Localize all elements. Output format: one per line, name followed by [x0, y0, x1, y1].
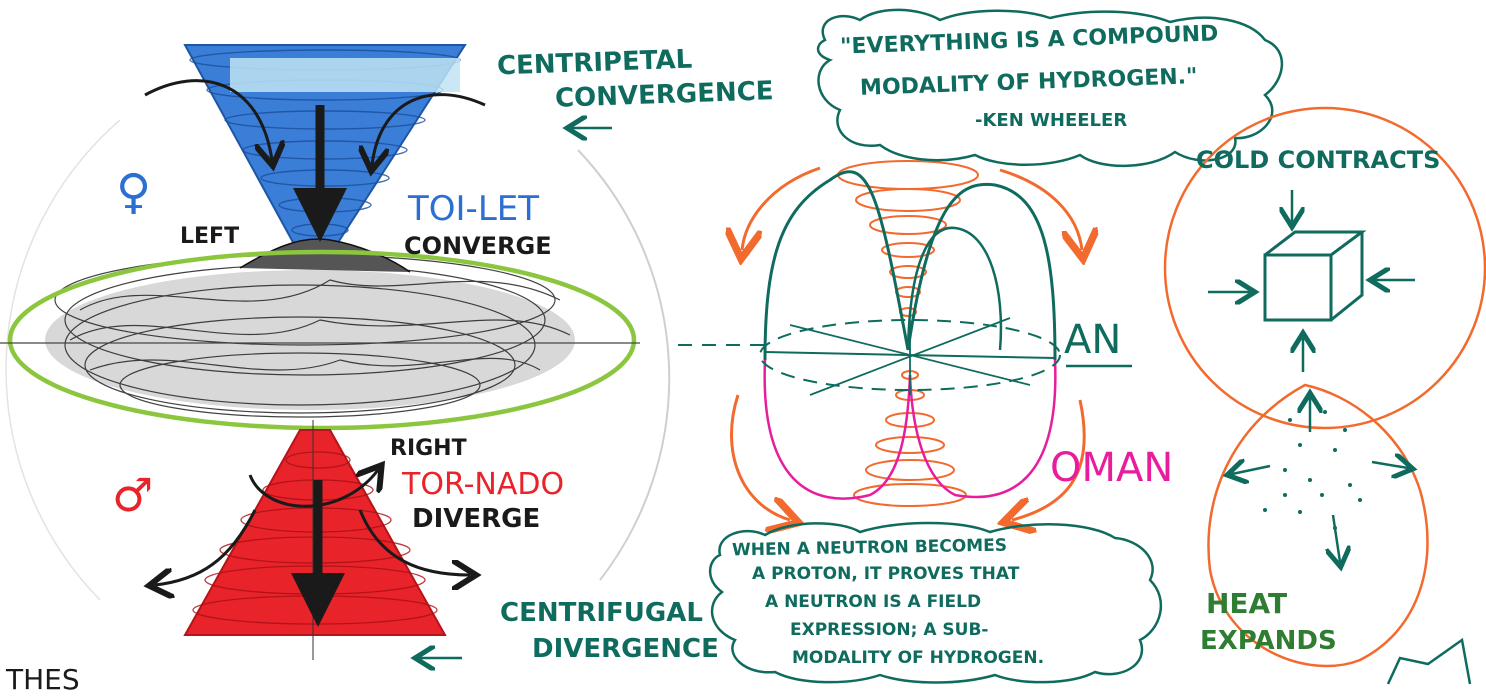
spin-arrow-bottom [248, 470, 378, 508]
oman-label: OMAN [1050, 445, 1174, 491]
heat-arrow-right [1371, 462, 1408, 468]
curl-arrow-left-top [144, 79, 272, 160]
cube [1263, 230, 1367, 322]
heat-label: HEAT [1206, 587, 1288, 620]
quote-top-author: -KEN WHEELER [975, 110, 1128, 131]
quote-cloud-top [816, 8, 1284, 168]
orange-arrow-top-left [742, 166, 821, 250]
orange-spiral-top [837, 160, 979, 317]
heat-arrow-left [1232, 466, 1271, 474]
curl-arrow-left-bottom [155, 509, 257, 585]
male-symbol: ♂ [112, 468, 154, 522]
orange-spiral-bottom [853, 370, 967, 507]
an-label: AN [1064, 317, 1122, 363]
magenta-field-left [763, 359, 912, 500]
heat-particles [1263, 410, 1362, 530]
cold-contracts-label: COLD CONTRACTS [1196, 146, 1441, 174]
black-disc-shadow [45, 270, 575, 410]
thermal-diagram [1163, 106, 1486, 685]
quote-bottom-line3: A NEUTRON IS A FIELD [765, 592, 982, 612]
bottom-cut-text: THES [6, 663, 80, 696]
outer-sphere-arc-left [5, 119, 121, 601]
convergence-label: CONVERGENCE [554, 76, 775, 114]
quote-bottom-line2: A PROTON, IT PROVES THAT [752, 564, 1020, 584]
curl-arrow-right-top [372, 93, 486, 165]
heat-arrow-down [1333, 514, 1340, 562]
torus-diagram [678, 160, 1132, 520]
female-symbol: ♀ [116, 164, 152, 220]
torus-equator [759, 319, 1061, 391]
converge-label: CONVERGE [404, 232, 552, 260]
teal-inner-loop [906, 226, 1003, 351]
orange-arrow-left [730, 394, 790, 520]
tornado-label: TOR-NADO [402, 467, 565, 502]
quote-bottom-line1: WHEN A NEUTRON BECOMES [731, 535, 1008, 561]
centrifugal-label: CENTRIFUGAL [500, 598, 703, 628]
diverge-label: DIVERGE [412, 504, 541, 534]
blue-cone-highlight [230, 58, 460, 92]
teal-field-left [763, 170, 910, 361]
quote-cloud-bottom [708, 521, 1163, 684]
divergence-label: DIVERGENCE [532, 634, 719, 664]
curl-arrow-right-bottom [358, 509, 470, 575]
outer-sphere-arc [577, 149, 671, 581]
vortex-diagram [0, 44, 671, 660]
cold-circle [1163, 106, 1486, 430]
quote-bottom-line5: MODALITY OF HYDROGEN. [792, 648, 1045, 668]
green-equator-ring [7, 249, 637, 431]
toilet-label: TOI-LET [408, 189, 540, 229]
heat-teardrop [1207, 383, 1429, 668]
centripetal-label: CENTRIPETAL [496, 44, 693, 82]
quote-bottom-line4: EXPRESSION; A SUB- [790, 620, 989, 640]
magenta-field-right [908, 359, 1057, 499]
right-label: RIGHT [390, 436, 467, 461]
teal-field-right [906, 182, 1057, 361]
expands-label: EXPANDS [1200, 626, 1337, 656]
orange-arrow-top-right [999, 168, 1082, 250]
corner-scribble [1386, 637, 1472, 685]
orange-arrow-right [1012, 399, 1086, 520]
left-label: LEFT [180, 224, 240, 249]
